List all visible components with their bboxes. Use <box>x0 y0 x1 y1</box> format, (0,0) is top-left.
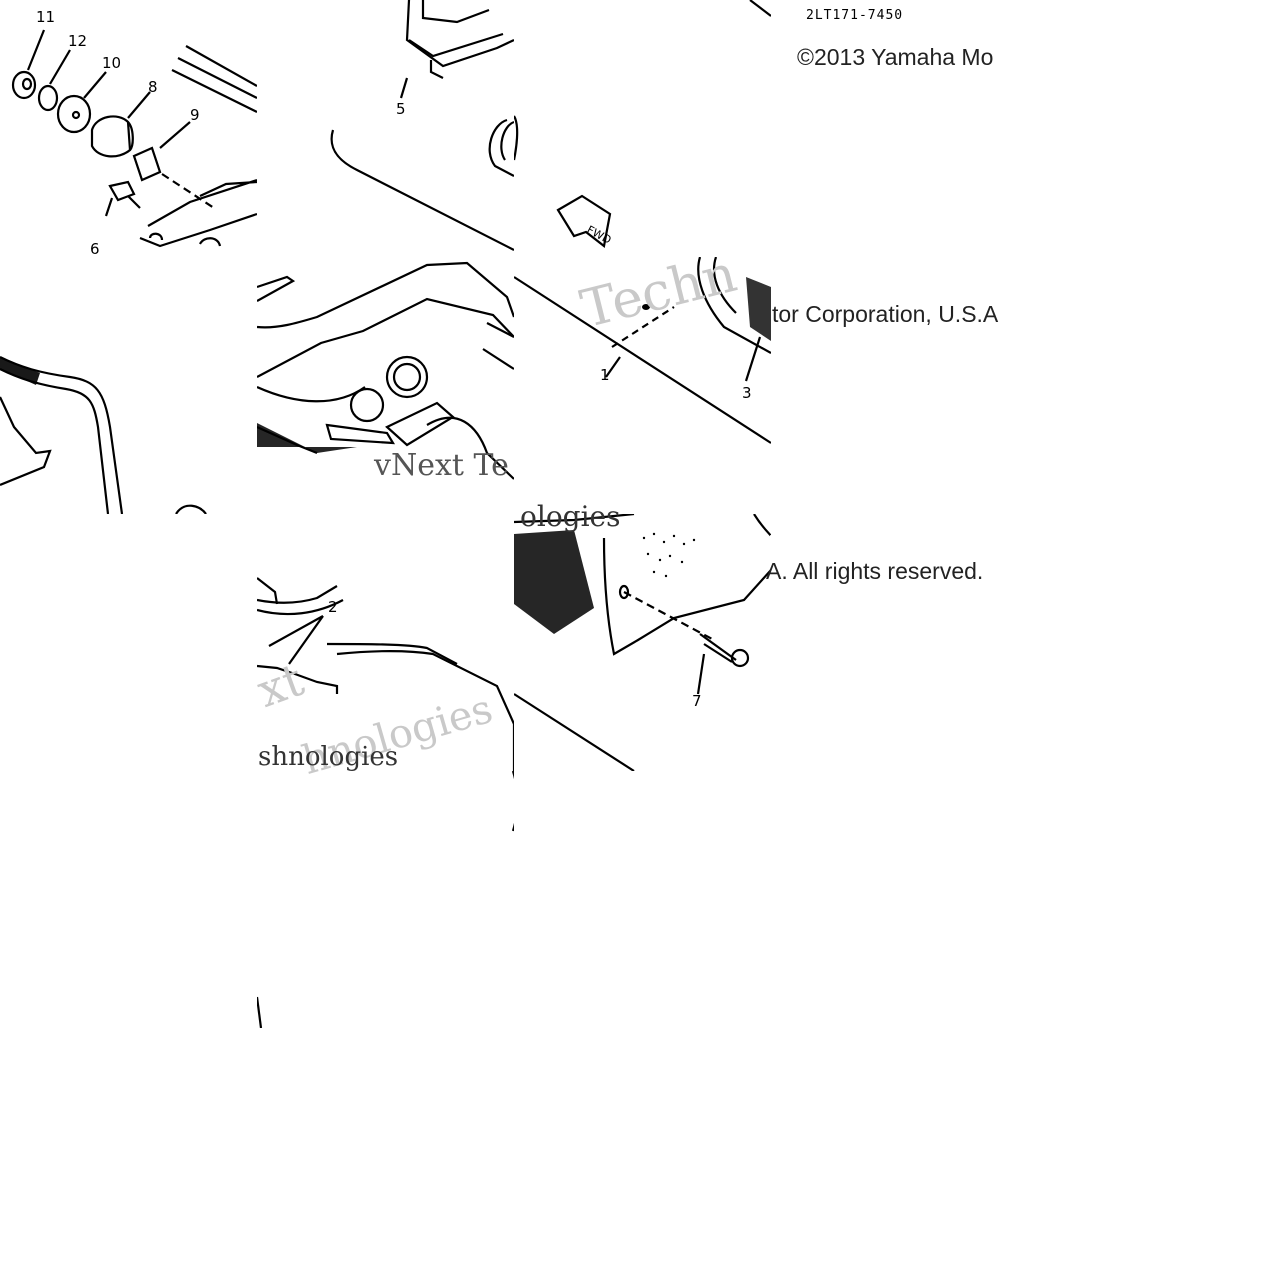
watermark-ologies: ologies <box>520 500 621 533</box>
callout-6: 6 <box>90 240 100 258</box>
callout-1: 1 <box>600 366 610 384</box>
callout-9: 9 <box>190 106 200 124</box>
callout-12: 12 <box>68 32 88 50</box>
watermark-vnext: vNext Te <box>374 448 509 483</box>
grommet-stack-drawing <box>11 29 257 248</box>
taillight-housing-drawing <box>257 261 514 480</box>
copyright-segment-1: ©2013 Yamaha Mo <box>797 44 994 70</box>
tile-lower-fragment <box>257 771 514 1028</box>
part-code: 2LT171-7450 <box>806 8 904 23</box>
tile-fwd-arrow: FWD <box>514 0 771 257</box>
tile-lens-screw <box>514 514 771 771</box>
callout-2: 2 <box>328 598 338 616</box>
callout-7: 7 <box>692 692 702 710</box>
tile-lens-left <box>257 514 514 771</box>
tile-taillight-housing <box>257 257 514 514</box>
copyright-segment-2: tor Corporation, U.S.A <box>772 301 999 327</box>
callout-5: 5 <box>396 100 406 118</box>
bracket-drawing <box>330 0 514 251</box>
callout-10: 10 <box>102 54 122 72</box>
tile-grommet-stack <box>0 0 257 257</box>
callout-8: 8 <box>148 78 158 96</box>
tile-cable-hook <box>0 257 257 514</box>
lens-cover-drawing <box>514 257 771 444</box>
fwd-arrow-drawing: FWD <box>514 0 771 248</box>
copyright-segment-3: A. All rights reserved. <box>766 558 984 584</box>
callout-3: 3 <box>742 384 752 402</box>
cable-hook-drawing <box>0 356 207 514</box>
tile-lens-cover <box>514 257 771 514</box>
lens-screw-drawing <box>514 514 771 771</box>
tile-bracket <box>257 0 514 257</box>
lower-fragment-drawing <box>257 771 514 1028</box>
watermark-shnologies: shnologies <box>258 742 399 772</box>
callout-11: 11 <box>36 8 56 26</box>
lens-left-drawing <box>257 577 514 771</box>
